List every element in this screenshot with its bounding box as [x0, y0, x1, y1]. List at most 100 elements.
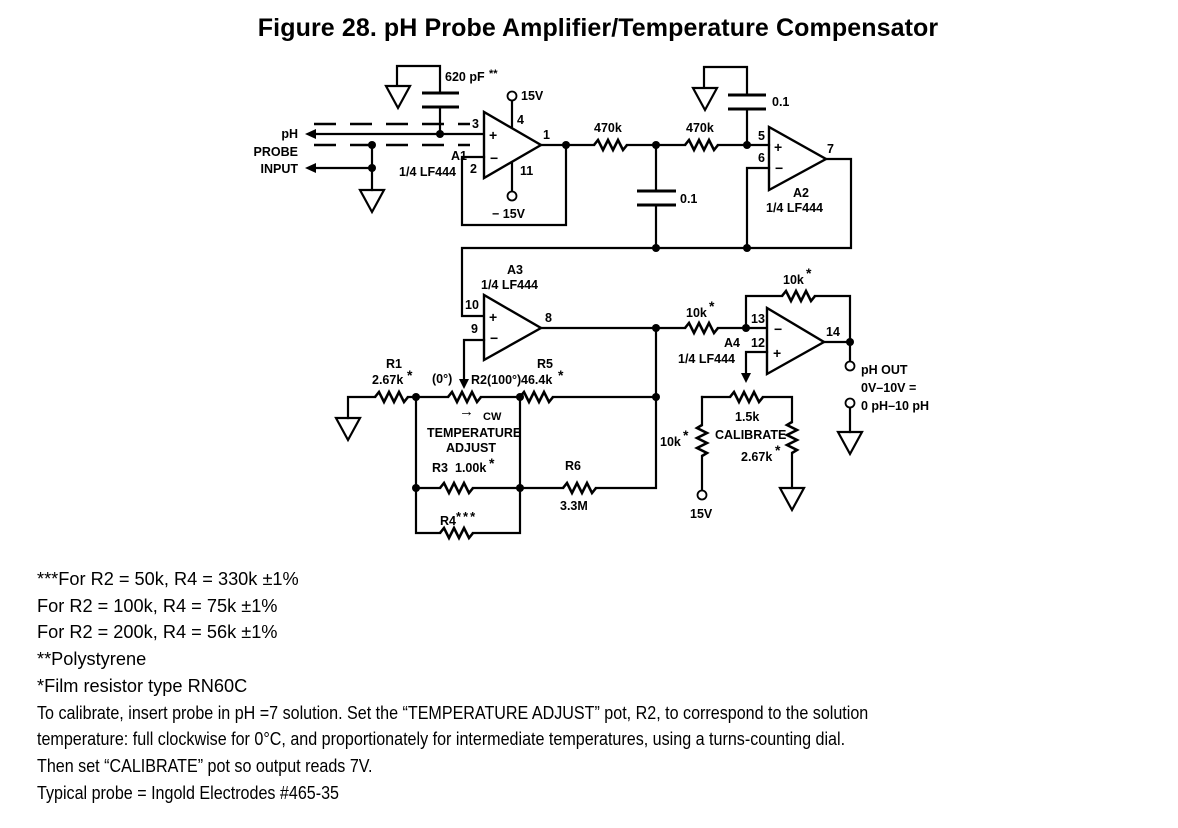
calibrate-supply-label: 15V: [690, 507, 713, 521]
probe-ground-arrow-icon: [305, 163, 316, 173]
a2-pin-plus: 5: [758, 129, 765, 143]
r1-ground-wire: [346, 395, 377, 420]
shunt-cap-label: 0.1: [680, 192, 697, 206]
calibrate-r-top-value: 10k: [660, 435, 681, 449]
a2-plus-sign: +: [774, 139, 782, 155]
top-cap-ground-wire: [702, 65, 749, 97]
junction-dot: [368, 141, 376, 149]
a1-pin-out: 1: [543, 128, 550, 142]
r3-r4-left-wire: [414, 395, 442, 535]
a1-part: 1/4 LF444: [399, 165, 456, 179]
ground-symbol-icon: [836, 430, 864, 457]
a2-minus-wire: [745, 166, 771, 250]
resistor-r5: [518, 389, 555, 405]
r3-mark: *: [489, 455, 495, 471]
note-r4-200k: For R2 = 200k, R4 = 56k ±1%: [37, 622, 278, 643]
opamp-a3: [482, 292, 544, 363]
ground-symbol-icon: [691, 86, 719, 113]
potentiometer-calibrate: [728, 389, 765, 405]
a1-plus-sign: +: [489, 127, 497, 143]
a3-name: A3: [507, 263, 523, 277]
a1-vplus-label: 15V: [521, 89, 544, 103]
a2-minus-sign: −: [775, 160, 783, 176]
a4-pin-out: 14: [826, 325, 840, 339]
figure-title: Figure 28. pH Probe Amplifier/Temperatur…: [257, 14, 939, 42]
r-470k-b-label: 470k: [686, 121, 714, 135]
resistor-a4-input: [683, 320, 720, 336]
r2-left-label: (0°): [432, 372, 452, 386]
a1-pin-minus: 2: [470, 162, 477, 176]
output-ground-terminal-icon: [844, 397, 856, 409]
note-calibration-3: Then set “CALIBRATE” pot so output reads…: [37, 755, 373, 776]
input-label-ph: pH: [281, 127, 298, 141]
cap-620pf-label: 620 pF: [445, 70, 485, 84]
r1-value: 2.67k: [372, 373, 403, 387]
note-r4-50k: ***For R2 = 50k, R4 = 330k ±1%: [37, 569, 299, 589]
a4-name: A4: [724, 336, 740, 350]
a1-vminus-label: − 15V: [492, 207, 526, 221]
output-label-3: 0 pH–10 pH: [861, 399, 929, 413]
r1-name: R1: [386, 357, 402, 371]
ground-symbol-icon: [384, 84, 412, 111]
resistor-r6: [561, 480, 598, 496]
r-470k-a-label: 470k: [594, 121, 622, 135]
wiper-arrow-icon: [459, 379, 469, 389]
junction-dot: [846, 338, 854, 346]
a3-minus-sign: −: [490, 330, 498, 346]
ground-symbol-icon: [358, 188, 386, 215]
a3-feedback-wire: [594, 326, 658, 490]
a3-minus-wire: [462, 338, 486, 382]
a4-feedback-wire-left: [744, 294, 784, 330]
figure-notes: ***For R2 = 50k, R4 = 330k ±1% For R2 = …: [37, 566, 976, 806]
opamp-a2: [767, 124, 829, 193]
r5-value: 46.4k: [521, 373, 552, 387]
supply-terminal-icon: [696, 489, 708, 501]
a4-minus-sign: −: [774, 321, 782, 337]
r4-mark: ***: [456, 509, 477, 524]
r4-name: R4: [440, 514, 456, 528]
a1-pin-vplus: 4: [517, 113, 524, 127]
input-label-input: INPUT: [261, 162, 299, 176]
a4-pin-plus: 12: [751, 336, 765, 350]
r5-mark: *: [558, 367, 564, 383]
junction-dot: [368, 164, 376, 172]
r2-name: R2: [471, 373, 487, 387]
a1-minus-sign: −: [490, 150, 498, 166]
supply-terminal-icon: [506, 190, 518, 202]
a1-feedback-wire: [460, 143, 568, 227]
r6-name: R6: [565, 459, 581, 473]
r2-right-label: (100°): [487, 373, 521, 387]
calibrate-label: CALIBRATE: [715, 428, 786, 442]
output-label-2: 0V–10V =: [861, 381, 916, 395]
cap-620pf-ground-wire: [395, 64, 442, 95]
junction-dot: [436, 130, 444, 138]
ground-symbol-icon: [778, 486, 806, 513]
note-calibration-1: To calibrate, insert probe in pH =7 solu…: [37, 702, 869, 723]
note-polystyrene: **Polystyrene: [37, 649, 147, 670]
junction-dot: [516, 484, 524, 492]
r6-value: 3.3M: [560, 499, 588, 513]
resistor-470k-b: [683, 137, 720, 153]
junction-dot: [652, 244, 660, 252]
shielded-probe-cable: [314, 122, 470, 147]
note-film-resistor: *Film resistor type RN60C: [37, 675, 248, 696]
calibrate-right-wire: [761, 395, 794, 424]
note-r4-100k: For R2 = 100k, R4 = 75k ±1%: [37, 595, 278, 616]
calibrate-pot-value: 1.5k: [735, 410, 759, 424]
top-cap-label: 0.1: [772, 95, 789, 109]
temperature-adjust-label-1: TEMPERATURE: [427, 426, 521, 440]
r1-mark: *: [407, 367, 413, 383]
r3-r4-right-wire: [471, 395, 522, 535]
ground-symbol-icon: [334, 416, 362, 443]
cw-arrow-icon: →: [459, 403, 474, 420]
calibrate-r-bottom-mark: *: [775, 442, 781, 458]
a4-pin-minus: 13: [751, 312, 765, 326]
a2-pin-minus: 6: [758, 151, 765, 165]
a3-plus-sign: +: [489, 309, 497, 325]
resistor-calibrate-2k67: [784, 420, 800, 455]
output-label-1: pH OUT: [861, 363, 908, 377]
a1-pin-vminus: 11: [520, 164, 533, 178]
potentiometer-r2: [446, 389, 483, 405]
resistor-calibrate-10k: [694, 423, 710, 458]
a4-plus-wire: [744, 350, 769, 376]
